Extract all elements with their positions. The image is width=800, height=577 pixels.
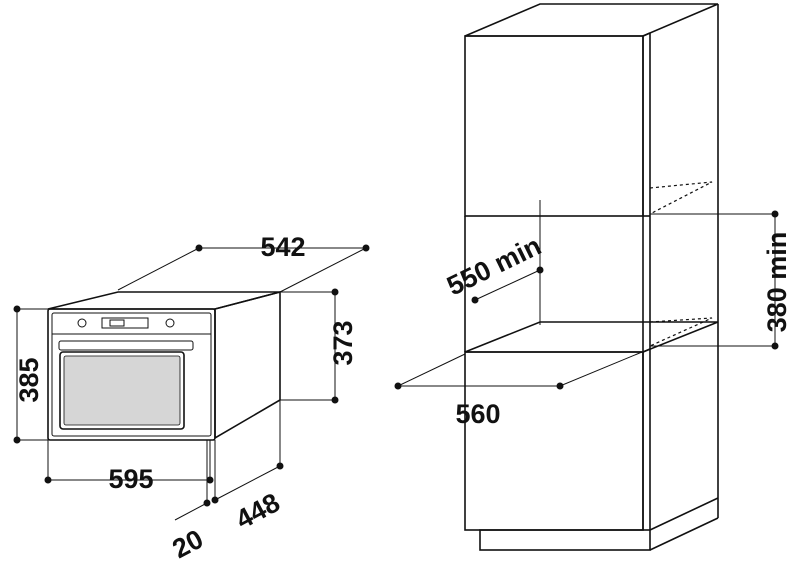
- oven-door-handle: [58, 340, 194, 351]
- dim-label-448: 448: [231, 487, 285, 535]
- ext-line: [397, 353, 466, 387]
- plinth-side: [649, 517, 719, 551]
- dim-point: [203, 499, 211, 507]
- dim-label-373: 373: [328, 320, 358, 365]
- oven-door-window: [59, 351, 185, 430]
- dim-label-595: 595: [108, 464, 153, 494]
- dim-point: [771, 210, 779, 218]
- edge: [642, 32, 651, 37]
- ext-line: [117, 247, 200, 291]
- dim-line-20: [174, 502, 208, 521]
- oven-side-face: [214, 290, 281, 440]
- ext-line: [279, 247, 367, 293]
- ext-line: [559, 351, 643, 387]
- dim-point: [471, 296, 479, 304]
- oven-display: [101, 317, 149, 329]
- oven-dimension-lines: [13, 244, 370, 521]
- lower-cutout-dashed: [649, 317, 713, 347]
- oven-right-knob: [165, 318, 175, 328]
- cabinet-drawing: [464, 3, 719, 551]
- oven-door-glass: [63, 355, 181, 426]
- edge: [642, 348, 651, 353]
- dim-label-20: 20: [167, 524, 208, 565]
- upper-cutout-dashed: [649, 181, 713, 215]
- dim-line-448: [214, 465, 281, 501]
- lower-cabinet-front: [464, 351, 644, 531]
- oven-left-knob: [77, 318, 87, 328]
- oven-display-screen: [109, 319, 125, 327]
- dim-line-550: [474, 269, 541, 301]
- dim-label-380-min: 380 min: [762, 232, 792, 333]
- dim-label-385: 385: [14, 357, 44, 402]
- niche-floor: [464, 321, 719, 353]
- upper-cabinet-top: [464, 3, 719, 37]
- dim-label-542: 542: [260, 232, 305, 262]
- cabinet-dimension-lines: [394, 210, 779, 390]
- oven-front-inner: [51, 312, 212, 437]
- dim-point: [536, 266, 544, 274]
- cabinet-plinth: [479, 529, 651, 551]
- upper-cabinet-front: [464, 35, 644, 217]
- cabinet-side-bottom: [649, 497, 719, 531]
- dim-point: [771, 342, 779, 350]
- oven-front-panel: [47, 308, 216, 441]
- dim-label-560: 560: [455, 399, 500, 429]
- oven-drawing: [47, 290, 281, 441]
